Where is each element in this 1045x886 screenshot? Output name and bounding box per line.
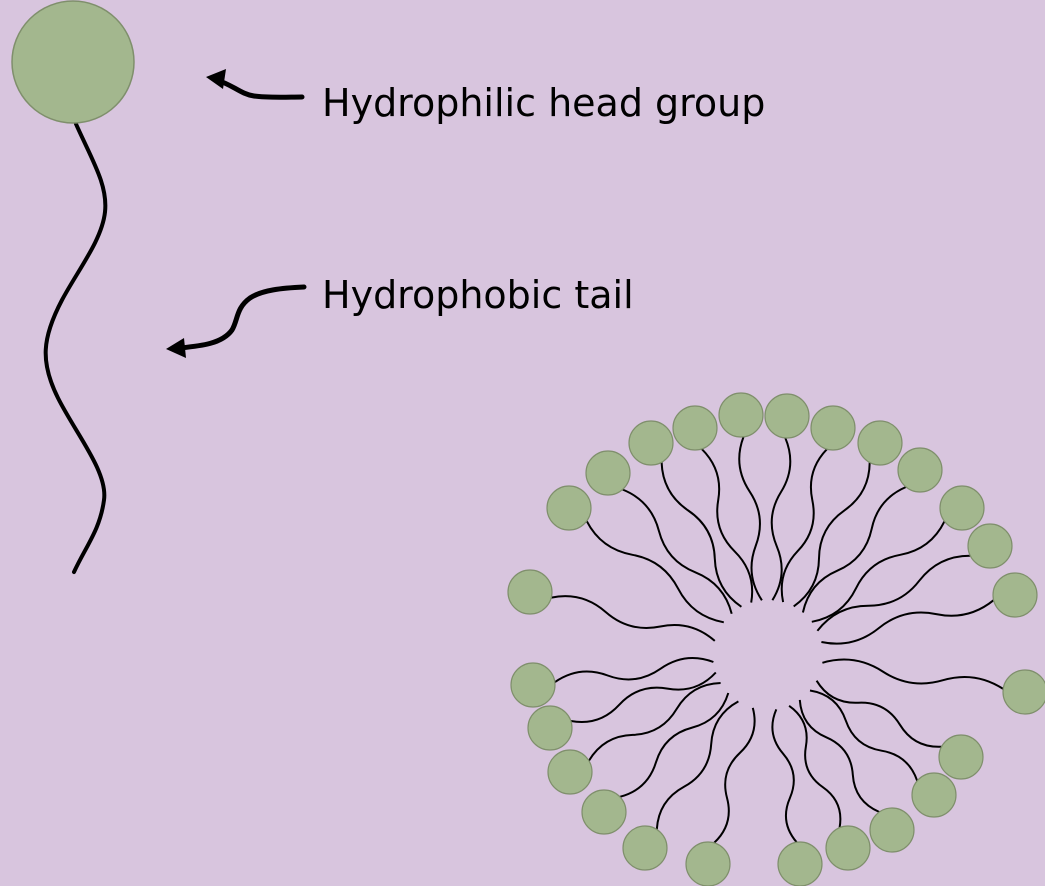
- micelle-head: [582, 790, 626, 834]
- micelle-head: [765, 394, 809, 438]
- head-label: Hydrophilic head group: [322, 81, 765, 125]
- micelle-head: [811, 406, 855, 450]
- micelle-head: [993, 573, 1037, 617]
- micelle-head: [940, 486, 984, 530]
- micelle-head: [586, 451, 630, 495]
- micelle-head: [898, 448, 942, 492]
- micelle-head: [528, 706, 572, 750]
- micelle-head: [968, 524, 1012, 568]
- micelle-head: [508, 570, 552, 614]
- micelle-head: [686, 842, 730, 886]
- micelle-head: [912, 773, 956, 817]
- micelle-head: [548, 750, 592, 794]
- hydrophilic-head: [12, 1, 134, 123]
- micelle-head: [939, 735, 983, 779]
- micelle-head: [826, 826, 870, 870]
- micelle-head: [1003, 670, 1045, 714]
- micelle-head: [629, 421, 673, 465]
- micelle-head: [673, 406, 717, 450]
- micelle-head: [778, 842, 822, 886]
- micelle-head: [623, 826, 667, 870]
- tail-label: Hydrophobic tail: [322, 273, 634, 317]
- micelle-head: [870, 808, 914, 852]
- micelle-head: [547, 486, 591, 530]
- micelle-head: [511, 663, 555, 707]
- micelle-head: [719, 393, 763, 437]
- micelle-head: [858, 421, 902, 465]
